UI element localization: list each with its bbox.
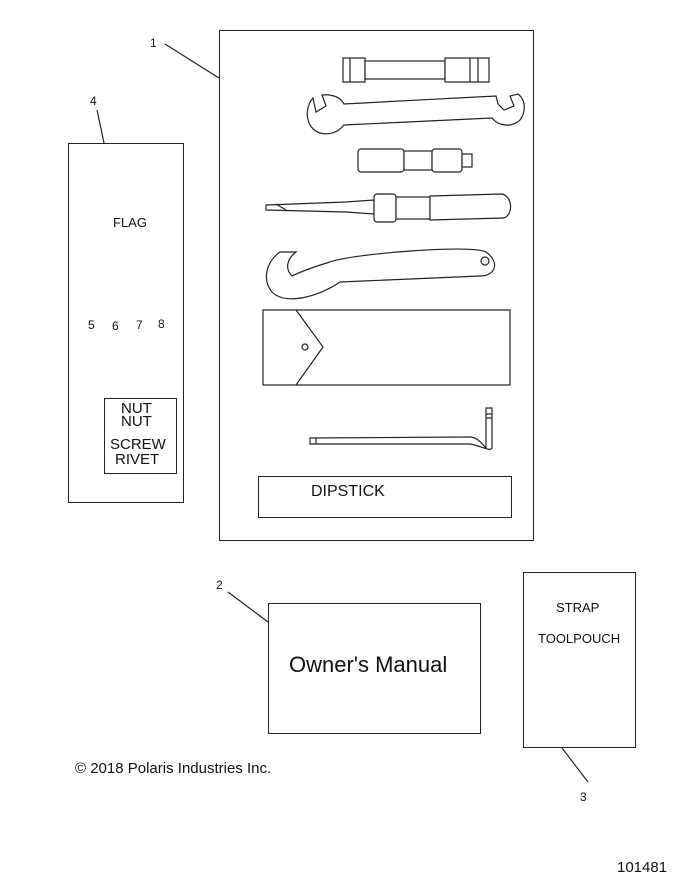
callout-7: 7: [136, 318, 143, 332]
callout-4: 4: [90, 94, 97, 108]
flag-label: FLAG: [113, 215, 147, 230]
hardware-item-rivet: RIVET: [115, 451, 160, 468]
hardware-item-nut-2: NUT: [121, 413, 152, 430]
callout-3: 3: [580, 790, 587, 804]
hardware-item-nut-1: NUT: [121, 400, 152, 417]
dipstick-box: DIPSTICK: [258, 476, 512, 518]
callout-8: 8: [158, 317, 165, 331]
copyright-text: © 2018 Polaris Industries Inc.: [75, 760, 272, 777]
figure-number: 101481: [617, 859, 668, 876]
dipstick-label: DIPSTICK: [311, 483, 385, 500]
screwdriver-icon: [265, 193, 512, 223]
tool-sleeve-icon: [262, 309, 511, 386]
socket-extension-icon: [342, 57, 490, 83]
callout-1: 1: [150, 36, 157, 50]
strap-label: STRAP: [556, 600, 600, 615]
open-end-wrench-icon: [306, 93, 525, 135]
screwdriver-handle-icon: [357, 148, 473, 173]
callout-2: 2: [216, 578, 223, 592]
tool-pouch-box: STRAP TOOLPOUCH: [523, 572, 636, 748]
hex-key-icon: [309, 407, 493, 450]
owners-manual-box: Owner's Manual: [268, 603, 481, 734]
callout-6: 6: [112, 319, 119, 333]
callout-5: 5: [88, 318, 95, 332]
owners-manual-title: Owner's Manual: [289, 652, 448, 677]
leader-line-2: [227, 591, 269, 623]
leader-line-1: [164, 43, 220, 79]
spanner-wrench-icon: [265, 248, 496, 300]
hardware-box: NUT NUT SCREW RIVET: [104, 398, 177, 474]
toolpouch-label: TOOLPOUCH: [538, 631, 621, 646]
leader-line-4: [96, 109, 105, 144]
tool-kit-outline: [219, 30, 534, 541]
leader-line-3: [561, 747, 589, 783]
hardware-item-screw: SCREW: [110, 436, 166, 453]
